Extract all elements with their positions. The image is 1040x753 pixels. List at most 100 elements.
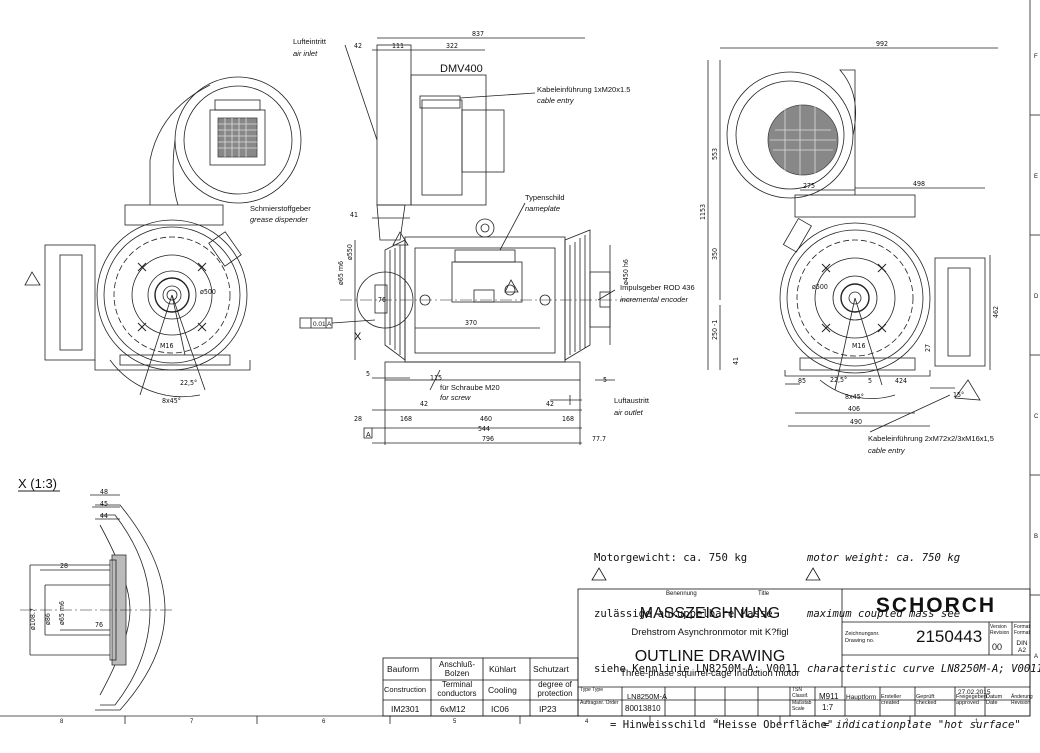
callout-encoder-en: incremental encoder	[620, 295, 688, 304]
dim-label: 250 -1	[711, 320, 719, 340]
dim-label: ø500	[812, 283, 828, 291]
spec-value: IM2301	[391, 704, 420, 714]
note-line: maximum coupled mass see	[807, 607, 961, 620]
callout-screw: für Schraube M20	[440, 383, 500, 392]
dim-label: 796	[482, 435, 494, 443]
callout-blower: DMV400	[440, 63, 483, 75]
version-label: Version Revision	[990, 624, 1010, 636]
zone-number: 4	[585, 719, 589, 724]
dim-label: 77.7	[592, 435, 606, 443]
dim-label: 490	[850, 418, 862, 426]
spec-header-de: Anschluß-Bolzen	[438, 660, 475, 678]
zone-number: 8	[60, 719, 64, 724]
dim-label: 370	[465, 319, 477, 327]
zone-letter: E	[1034, 174, 1038, 180]
spec-value: IP23	[539, 704, 557, 714]
callouts: Lufteintritt air inlet DMV400 Kabeleinfü…	[18, 37, 994, 491]
dim-label: 5	[366, 370, 370, 378]
dim-label: 462	[992, 306, 1000, 318]
dim-label: 275	[803, 182, 815, 190]
drawing-no-label: Zeichnungsnr. Drawing no.	[845, 631, 880, 644]
callout-air-inlet-en: air inlet	[293, 49, 318, 58]
note-line: = Hinweisschild "Heisse Oberfläche"	[610, 718, 834, 731]
left-end-view	[24, 76, 302, 398]
callout-nameplate: Typenschild	[525, 193, 565, 202]
format-label: Format Format	[1014, 624, 1030, 636]
zone-letter: C	[1034, 414, 1039, 420]
dim-label: ø450 h6	[622, 259, 630, 285]
note-line: = indicationplate "hot surface"	[823, 718, 1021, 731]
format-value: DIN A2	[1016, 640, 1028, 654]
version-value: 00	[992, 642, 1003, 652]
callout-cable-entry: Kabeleinführung 1xM20x1.5	[537, 85, 630, 94]
zone-letter: F	[1034, 54, 1038, 60]
dim-label: 544	[478, 425, 490, 433]
zone-number: 6	[322, 719, 326, 724]
date-value: 27.02.2015	[958, 689, 991, 696]
spec-header-en: Cooling	[488, 685, 517, 695]
order-value: 80013810	[625, 704, 661, 713]
dim-label: 837	[472, 30, 484, 38]
dim-label: ø500	[200, 288, 216, 296]
spec-header-en: Terminal conductors	[437, 680, 477, 698]
drawing-sheet: F E D C B A 8 7 6 5 4 3 2 1	[0, 0, 1040, 731]
dim-label: ø65 m6	[337, 261, 345, 285]
zone-number: 1	[975, 719, 979, 724]
dim-label: 553	[711, 148, 719, 160]
dim-label: 424	[895, 377, 907, 385]
titel-label: Title	[758, 591, 770, 597]
dim-label: 22,5°	[180, 379, 197, 387]
dim-label: M16	[852, 342, 865, 350]
zone-number: 5	[453, 719, 457, 724]
dim-label: 76	[95, 621, 103, 629]
detail-marker: X	[354, 331, 362, 343]
zone-numbers: 8 7 6 5 4 3 2 1	[60, 719, 979, 725]
tolerance-datum: A	[327, 321, 332, 328]
dimension-labels: 837 42 111 322 41 ø550 ø65 m6 76 370 ø45…	[29, 30, 1000, 630]
detail-label: X (1:3)	[18, 476, 57, 491]
type-label: Type Type	[580, 687, 603, 693]
callout-grease: Schmierstoffgeber	[250, 204, 311, 213]
dim-label: ø86	[44, 613, 52, 625]
dim-label: 5	[868, 377, 872, 385]
zone-letters: F E D C B A	[1034, 54, 1039, 660]
dim-label: 322	[446, 42, 458, 50]
tolerance-value: 0.01	[313, 321, 326, 328]
dim-label: 22,5°	[830, 376, 847, 384]
note-line: Motorgewicht: ca. 750 kg	[594, 552, 748, 564]
dim-label: 41	[350, 211, 358, 219]
scale-label: Maßstab Scale	[792, 700, 812, 712]
dim-label: 42	[420, 400, 428, 408]
callout-encoder: Impulsgeber ROD 436	[620, 283, 695, 292]
callout-air-outlet-en: air outlet	[614, 408, 644, 417]
dim-label: 115	[430, 374, 442, 382]
footer-cell: Freigegeben approved	[956, 694, 987, 706]
dim-label: M16	[160, 342, 173, 350]
detail-x-view	[18, 490, 175, 711]
dim-label: 992	[876, 40, 888, 48]
callout-cable-entry-en: cable entry	[537, 96, 575, 105]
drawing-canvas: F E D C B A 8 7 6 5 4 3 2 1	[0, 0, 1040, 725]
zone-letter: B	[1034, 534, 1038, 540]
dim-label: 15°	[953, 391, 964, 399]
dim-label: 28	[354, 415, 362, 423]
note-line: motor weight: ca. 750 kg	[807, 552, 961, 564]
title-en: OUTLINE DRAWING	[634, 648, 786, 665]
callout-air-inlet: Lufteintritt	[293, 37, 327, 46]
dim-label: 42	[546, 400, 554, 408]
datum-label: A	[366, 432, 371, 439]
dim-label: 8x45°	[162, 397, 181, 405]
company-logo: SCHORCH	[875, 594, 997, 617]
dim-label: 44	[100, 512, 108, 520]
spec-header-de: Bauform	[387, 664, 420, 674]
subtitle-de: Drehstrom Asynchronmotor mit K?figl	[631, 627, 789, 638]
notes-english: motor weight: ca. 750 kg maximum coupled…	[807, 512, 1040, 753]
footer-cell: Ersteller created	[881, 694, 902, 706]
callout-grease-en: grease dispender	[250, 215, 308, 224]
footer-cell: Hauptform	[846, 694, 877, 701]
dim-label: 406	[848, 405, 860, 413]
callout-cable-entry-bottom-en: cable entry	[868, 446, 906, 455]
dim-label: 45	[100, 500, 108, 508]
zone-number: 2	[845, 719, 849, 724]
footer-cell: Änderung Revision	[1011, 694, 1033, 706]
